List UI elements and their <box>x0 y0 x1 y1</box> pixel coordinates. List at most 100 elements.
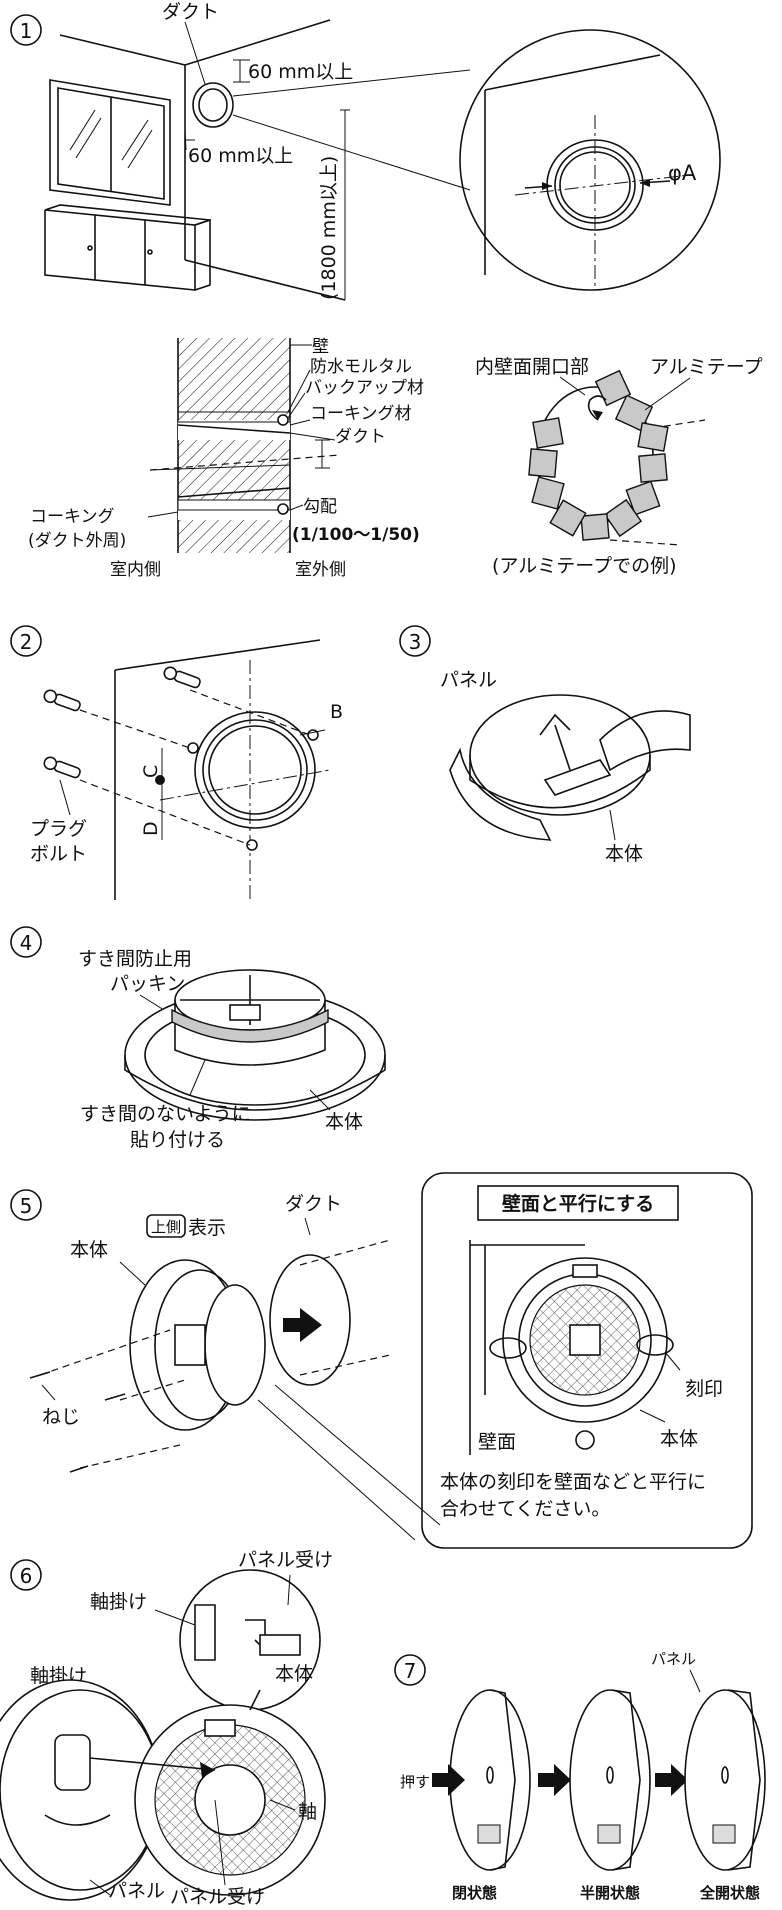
state-arrow-2 <box>655 1764 688 1796</box>
svg-text:ダクト: ダクト <box>335 427 386 447</box>
full-label: 全開状態 <box>699 1884 760 1902</box>
tape-caption: (アルミテープでの例) <box>492 555 677 577</box>
wall-outline <box>114 639 321 900</box>
svg-text:壁: 壁 <box>312 337 329 357</box>
body-label-4: 本体 <box>325 1111 363 1133</box>
step-7: 7 パネル 押す 閉状態 半開状態 全開状態 <box>394 1650 766 1902</box>
note-label-1: すき間のないように <box>80 1103 251 1125</box>
duct-section <box>177 424 291 498</box>
body-label-5: 本体 <box>70 1239 108 1261</box>
panel-label: パネル <box>440 669 497 691</box>
receiver-label-top: パネル受け <box>238 1549 333 1571</box>
dim-top-label: 60 mm以上 <box>248 61 353 83</box>
caulking-bottom <box>177 499 291 511</box>
svg-text:コーキング材: コーキング材 <box>310 404 412 424</box>
screws <box>29 1371 126 1473</box>
svg-text:コーキング: コーキング <box>30 507 115 527</box>
tape-example: 内壁面開口部 アルミテープ (アルミテープでの例) <box>475 356 763 577</box>
duct-label-5: ダクト <box>285 1193 342 1215</box>
device-body <box>469 694 651 816</box>
plug-bolts <box>43 666 201 779</box>
step-6: 6 パネル受け 軸掛け 軸掛け パネル 本体 軸 パネル受け <box>0 1549 333 1908</box>
wall-corner <box>59 34 186 260</box>
wall-label: 壁面 <box>478 1431 516 1453</box>
hook-label-top: 軸掛け <box>90 1591 147 1613</box>
plug-label: プラグ <box>30 818 87 840</box>
callout-box <box>421 1172 753 1549</box>
mark-label: 刻印 <box>685 1378 723 1400</box>
attach-arrow <box>89 1757 216 1771</box>
svg-text:7: 7 <box>404 1659 417 1683</box>
caulking-top <box>177 411 291 423</box>
step-3: 3 パネル 本体 <box>399 625 691 865</box>
insert-arrow <box>283 1308 322 1342</box>
mark-left <box>489 1337 527 1359</box>
device-front-6 <box>134 1704 326 1896</box>
state-closed <box>449 1689 531 1871</box>
step-5-marker <box>10 1189 42 1221</box>
aluminium-tape-pieces <box>528 369 669 541</box>
section-labels: 壁 防水モルタル バックアップ材 コーキング材 ダクト コーキング (ダクト外周… <box>28 337 424 580</box>
step-3-marker <box>399 625 431 657</box>
body-label: 本体 <box>605 843 643 865</box>
tape-label: アルミテープ <box>650 356 763 378</box>
body-label-6: 本体 <box>275 1663 313 1685</box>
note-label-2: 貼り付ける <box>130 1129 225 1151</box>
dim-height-label: (1800 mm以上) <box>318 156 340 300</box>
dim-b-label: B <box>330 701 343 723</box>
callout-title-box <box>477 1185 679 1221</box>
bolt-label: ボルト <box>30 843 87 865</box>
cabinet <box>44 204 211 291</box>
mark-right <box>636 1334 674 1356</box>
svg-text:3: 3 <box>409 630 422 654</box>
closed-label: 閉状態 <box>452 1884 497 1902</box>
panel-label-6: パネル <box>108 1880 165 1902</box>
svg-text:防水モルタル: 防水モルタル <box>310 357 412 377</box>
svg-text:(ダクト外周): (ダクト外周) <box>28 531 126 551</box>
dim-side-label: 60 mm以上 <box>188 145 293 167</box>
wall-hatch <box>178 338 290 553</box>
callout-title: 壁面と平行にする <box>502 1192 654 1215</box>
step-4-marker <box>10 926 42 958</box>
svg-text:2: 2 <box>20 630 33 654</box>
push-arrow <box>432 1764 465 1796</box>
duct-opening <box>192 82 234 128</box>
top-mark-suffix: 表示 <box>188 1217 226 1239</box>
svg-text:室内側: 室内側 <box>110 560 161 580</box>
window <box>49 79 171 206</box>
screw-label: ねじ <box>42 1406 80 1428</box>
phi-a-label: φA <box>668 161 697 185</box>
svg-text:(1/100～1/50): (1/100～1/50) <box>292 525 420 545</box>
zoom-circle <box>459 29 721 291</box>
svg-text:室外側: 室外側 <box>295 560 346 580</box>
svg-text:勾配: 勾配 <box>303 497 337 517</box>
receiver-label: パネル受け <box>170 1886 265 1908</box>
duct-label: ダクト <box>162 1 219 23</box>
device-front <box>502 1257 668 1450</box>
state-full-open <box>684 1689 766 1871</box>
step-2: 2 B C D プラグ ボルト <box>10 625 343 900</box>
step-4: 4 すき間防止用 パッキン すき間のないように 貼り付ける 本体 <box>10 926 386 1151</box>
panel-label-7: パネル <box>651 1650 696 1668</box>
svg-text:5: 5 <box>20 1194 33 1218</box>
step-6-marker <box>10 1559 42 1591</box>
hole-bottom <box>246 839 258 851</box>
half-label: 半開状態 <box>580 1884 640 1902</box>
top-mark-label: 上側 <box>151 1218 181 1236</box>
step-5: 5 上側 表示 本体 ダクト ねじ 壁面と平行にする <box>10 1172 753 1549</box>
svg-text:4: 4 <box>20 931 33 955</box>
panel-hook <box>54 1734 91 1791</box>
hand-bottom <box>449 747 552 841</box>
dim-c-label: C <box>140 765 162 778</box>
dim-d-label: D <box>140 821 162 836</box>
device-with-packing <box>124 969 386 1121</box>
hole-top-left <box>187 742 199 754</box>
packing-label-1: すき間防止用 <box>78 948 192 970</box>
opening-label: 内壁面開口部 <box>475 356 589 378</box>
shaft-label: 軸 <box>298 1801 317 1823</box>
step-1-marker <box>10 14 42 46</box>
push-label: 押す <box>400 1773 430 1791</box>
step-7-marker <box>394 1654 426 1686</box>
hand-top <box>599 710 691 772</box>
